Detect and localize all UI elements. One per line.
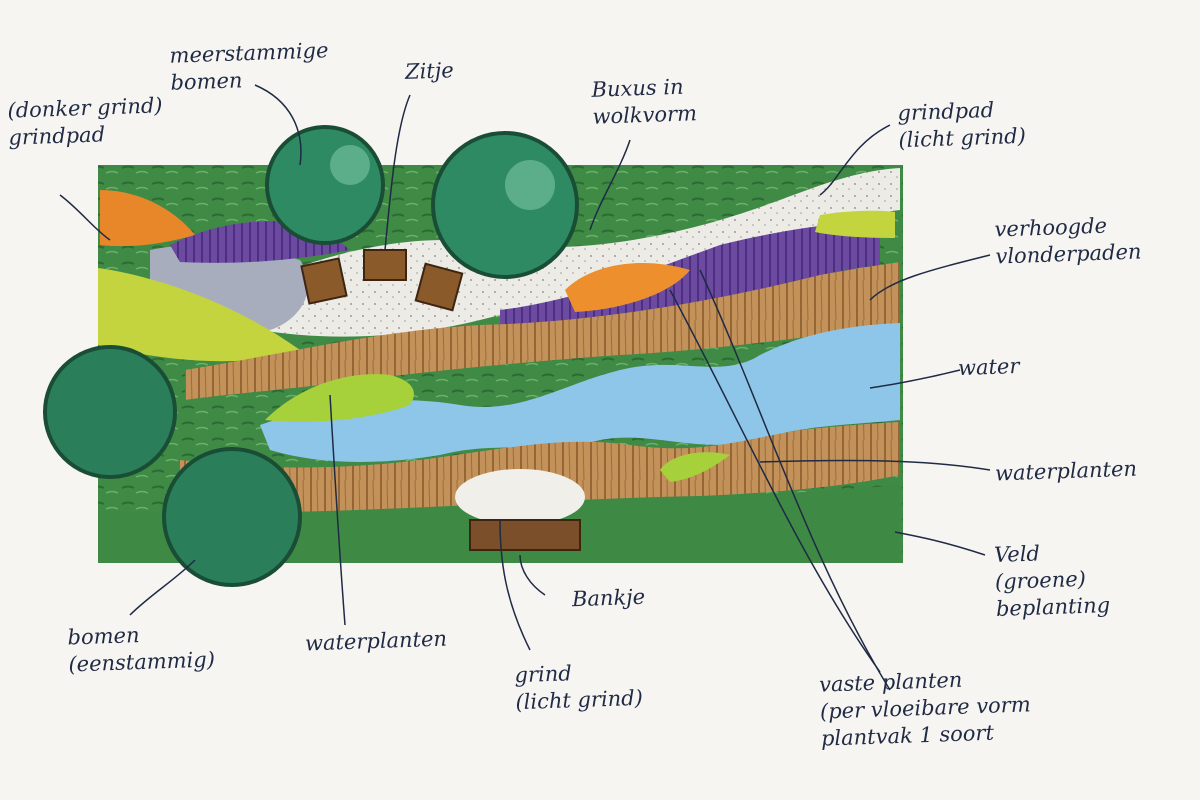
bench bbox=[469, 519, 581, 551]
seat-2 bbox=[363, 249, 407, 281]
label-grindpad-dark: (donker grind)grindpad bbox=[7, 93, 163, 150]
lime-perennials-left bbox=[98, 268, 300, 362]
label-zitje: Zitje bbox=[404, 58, 455, 84]
water-plants-right bbox=[660, 452, 730, 482]
single-stem-tree-1 bbox=[43, 345, 177, 479]
bench-gravel bbox=[455, 469, 585, 525]
seat-3 bbox=[414, 262, 464, 312]
dark-gravel-path bbox=[150, 244, 309, 330]
label-grindpad-light: grindpad(licht grind) bbox=[897, 97, 1027, 153]
upper-boardwalk bbox=[185, 262, 900, 400]
label-bankje: Bankje bbox=[571, 584, 646, 612]
leader-lines bbox=[59, 84, 991, 691]
single-stem-tree-2 bbox=[162, 447, 302, 587]
light-gravel-path bbox=[240, 168, 900, 337]
tree-highlight bbox=[330, 145, 370, 185]
label-waterplanten-right: waterplanten bbox=[994, 456, 1138, 486]
label-water: water bbox=[957, 353, 1020, 381]
label-veld: Veld(groene)beplanting bbox=[993, 541, 1111, 621]
lime-perennials-right bbox=[815, 210, 895, 238]
orange-perennials-left bbox=[100, 190, 195, 247]
tree-highlight bbox=[505, 160, 555, 210]
label-grind-light: grind(licht grind) bbox=[514, 661, 644, 715]
multi-stem-tree-2 bbox=[431, 131, 579, 279]
water-plants-left bbox=[265, 374, 414, 422]
label-waterplanten-left: waterplanten bbox=[304, 626, 448, 656]
seat-1 bbox=[300, 257, 348, 305]
orange-perennials-right bbox=[565, 262, 690, 312]
multi-stem-tree-1 bbox=[265, 125, 385, 245]
label-bomen: bomen(eenstammig) bbox=[67, 623, 216, 677]
